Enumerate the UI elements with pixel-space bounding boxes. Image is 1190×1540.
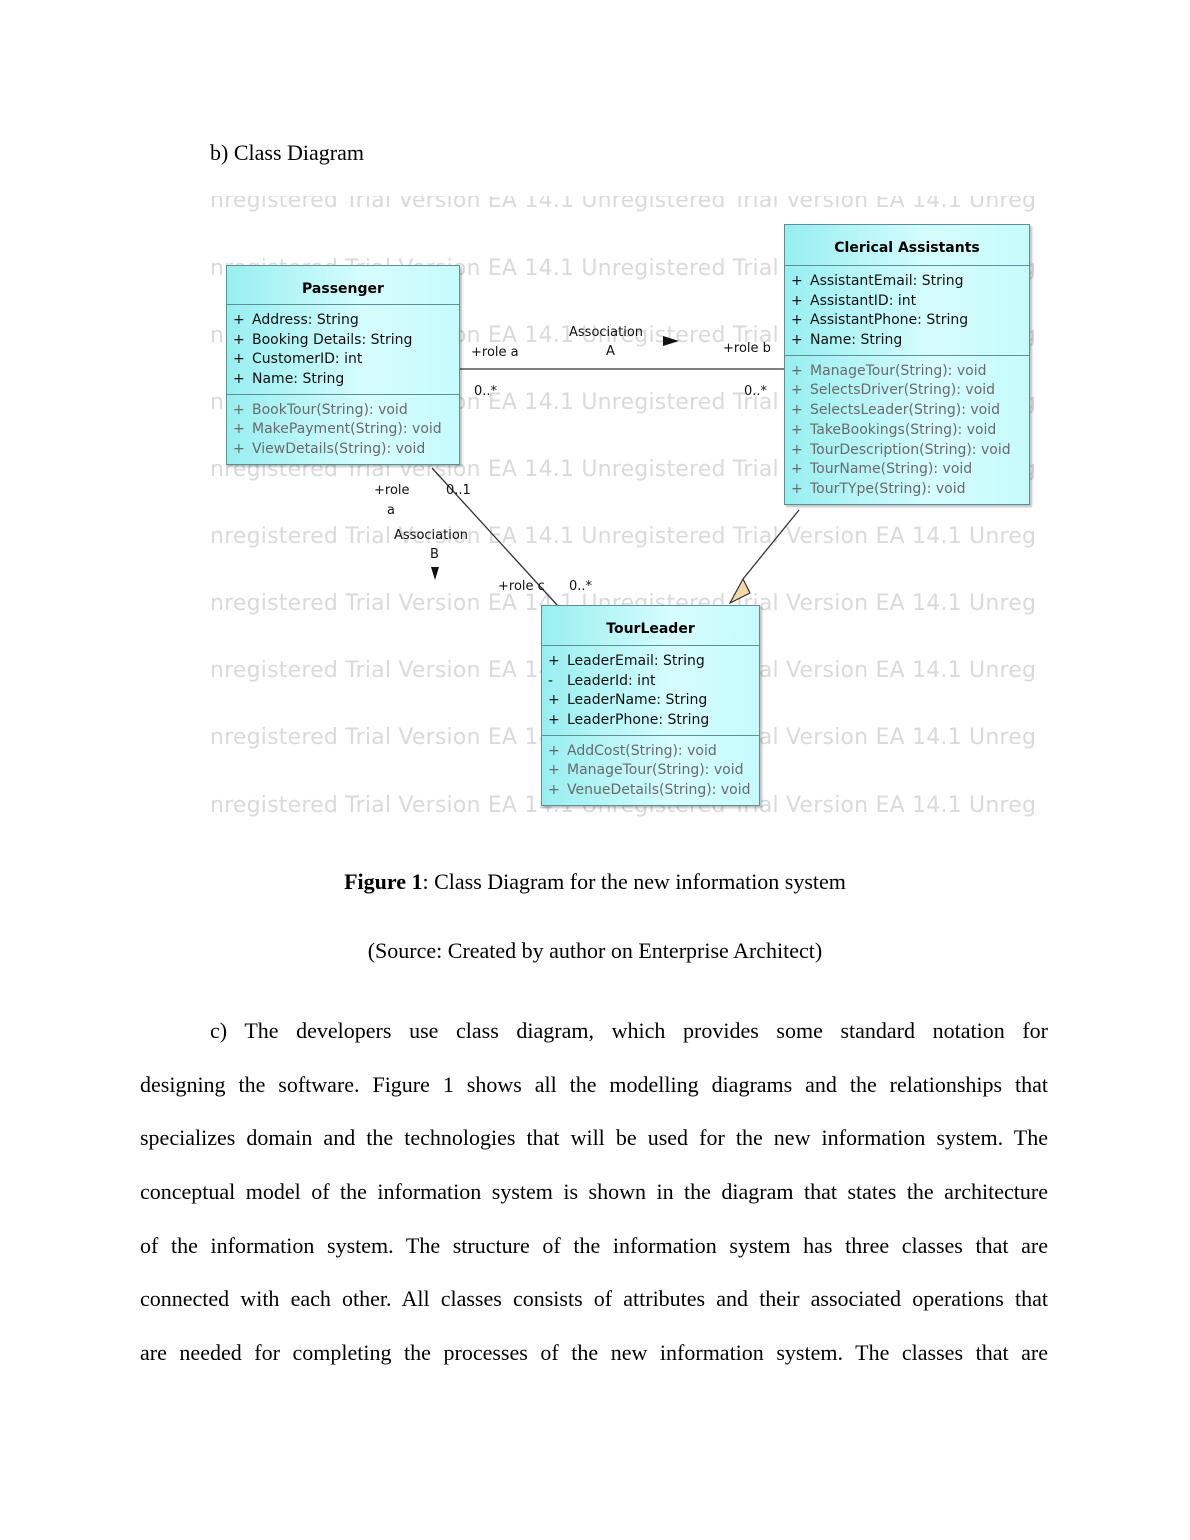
class-operation: +TakeBookings(String): void [791, 421, 997, 438]
class-operation: +TourName(String): void [791, 461, 973, 478]
class-operation: +ViewDetails(String): void [233, 441, 426, 458]
body-paragraph: c) The developers use class diagram, whi… [140, 1004, 1048, 1380]
paragraph-line: conceptual model of the information syst… [140, 1179, 1048, 1205]
class-operation: +SelectsLeader(String): void [791, 402, 1000, 419]
multiplicity-label: 0..* [474, 384, 498, 399]
class-attribute: +LeaderPhone: String [548, 712, 710, 729]
role-b-label: +role b [723, 341, 771, 356]
class-attribute: +Address: String [233, 312, 359, 328]
association-b-name: Association [394, 528, 469, 543]
class-attribute: +Booking Details: String [233, 331, 413, 348]
class-operation: +ManageTour(String): void [791, 362, 987, 379]
class-attribute: +Name: String [791, 332, 903, 349]
class-diagram: nregistered Trial Version EA 14.1 Unregi… [210, 196, 1050, 826]
class-operation: +TourDescription(String): void [791, 441, 1011, 458]
class-attribute: +CustomerID: int [233, 351, 363, 368]
class-attribute: +AssistantEmail: String [791, 273, 964, 289]
paragraph-line: connected with each other. All classes c… [140, 1286, 1048, 1312]
watermark-row: nregistered Trial Version EA 14.1 Unregi… [210, 196, 1037, 213]
figure-source: (Source: Created by author on Enterprise… [367, 938, 823, 963]
multiplicity-label: 0..* [744, 384, 768, 399]
role-a-label: +role a [471, 345, 519, 360]
role-c-label: +role c [498, 579, 545, 594]
class-operation: +TourTYpe(String): void [791, 480, 966, 497]
role-a-lower-label: +role [374, 483, 410, 498]
figure-caption: Figure 1: Class Diagram for the new info… [0, 869, 1190, 895]
section-heading: b) Class Diagram [210, 140, 364, 165]
association-a-direction-arrow [663, 336, 679, 346]
class-attribute: +AssistantPhone: String [791, 312, 969, 329]
class-attribute: +Name: String [233, 371, 345, 388]
class-attribute: -LeaderId: int [548, 672, 656, 689]
class-name: Passenger [227, 266, 459, 305]
generalization-line [742, 509, 800, 580]
clerical-assistants-class: Clerical Assistants +AssistantEmail: Str… [784, 224, 1030, 505]
class-operation: +ManageTour(String): void [548, 762, 744, 779]
association-b-line [431, 467, 559, 607]
class-operation: +VenueDetails(String): void [548, 782, 751, 799]
generalization-arrowhead [728, 577, 751, 605]
class-operation: +SelectsDriver(String): void [791, 382, 996, 399]
connector-layer [431, 336, 800, 607]
role-a-lower-letter: a [387, 503, 395, 518]
class-operation: +MakePayment(String): void [233, 421, 442, 438]
class-operation: +BookTour(String): void [233, 401, 408, 418]
class-name: Clerical Assistants [785, 225, 1029, 266]
paragraph-line: of the information system. The structure… [140, 1232, 1048, 1258]
watermark-row: nregistered Trial Version EA 14.1 Unregi… [210, 524, 1037, 549]
association-a-letter: A [606, 344, 615, 359]
association-b-direction-arrow [431, 567, 439, 580]
passenger-class: Passenger +Address: String +Booking Deta… [226, 265, 460, 465]
paragraph-line: c) The developers use class diagram, whi… [210, 1018, 1048, 1043]
class-attribute: +LeaderName: String [548, 692, 708, 709]
association-b-letter: B [430, 547, 439, 562]
multiplicity-label: 0..1 [446, 483, 471, 498]
paragraph-line: specializes domain and the technologies … [140, 1125, 1048, 1151]
paragraph-line: designing the software. Figure 1 shows a… [140, 1071, 1048, 1097]
association-a-name: Association [569, 325, 644, 340]
multiplicity-label: 0..* [569, 579, 593, 594]
class-attribute: +LeaderEmail: String [548, 653, 705, 669]
paragraph-line: are needed for completing the processes … [140, 1340, 1048, 1366]
class-attribute: +AssistantID: int [791, 292, 917, 309]
class-name: TourLeader [542, 606, 759, 646]
tourleader-class: TourLeader +LeaderEmail: String -LeaderI… [541, 605, 760, 806]
class-operation: +AddCost(String): void [548, 742, 717, 759]
figure-label: Figure 1 [344, 869, 423, 894]
figure-caption-text: : Class Diagram for the new information … [422, 869, 846, 894]
